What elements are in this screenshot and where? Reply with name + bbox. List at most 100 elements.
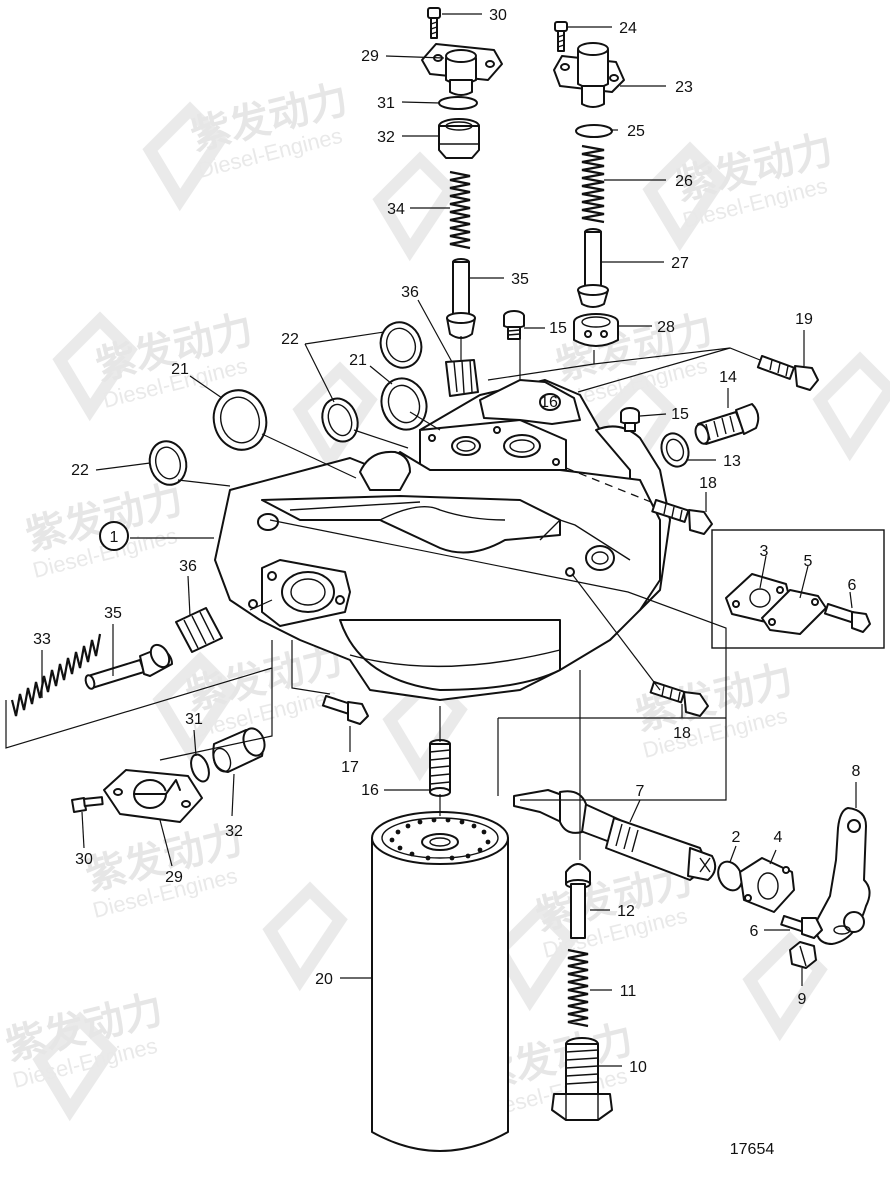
part-7-valve-body xyxy=(513,789,717,881)
part-4-flange-gasket xyxy=(739,857,795,913)
top-right-valve-stack xyxy=(553,21,625,347)
label-36-left: 36 xyxy=(179,558,197,575)
part-24-screw xyxy=(554,21,568,52)
part-34-spring xyxy=(449,170,471,250)
part-6-bolt-lower xyxy=(780,915,823,939)
inset-frame xyxy=(711,529,885,649)
label-17: 17 xyxy=(341,759,359,776)
label-21-left: 21 xyxy=(171,361,189,378)
label-35-left: 35 xyxy=(104,605,122,622)
label-16-top: 16 xyxy=(540,394,558,411)
label-6-lower: 6 xyxy=(750,923,759,940)
label-5: 5 xyxy=(804,553,813,570)
label-10: 10 xyxy=(629,1059,647,1076)
part-36-insert-top xyxy=(445,359,479,397)
label-15-right: 15 xyxy=(671,406,689,423)
part-30-screw-left xyxy=(71,796,104,813)
part-23-cover xyxy=(553,42,625,108)
label-30-left: 30 xyxy=(75,851,93,868)
label-9: 9 xyxy=(798,991,807,1008)
part-9-nut xyxy=(789,941,817,969)
part-35-plunger-top xyxy=(446,258,476,339)
o-rings-upper xyxy=(148,321,428,486)
part-8-lever xyxy=(814,807,871,945)
label-13: 13 xyxy=(723,453,741,470)
part-32-sleeve-top xyxy=(438,118,480,159)
watermark-logo-icon xyxy=(32,101,890,1122)
part-28-valve-seat xyxy=(573,313,619,347)
part-20-oil-filter xyxy=(371,811,509,1152)
part-29-cover-left xyxy=(103,769,203,823)
callout-circle-1: 1 xyxy=(99,521,129,551)
part-11-spring xyxy=(567,948,589,1028)
label-16-nipple: 16 xyxy=(361,782,379,799)
part-21-o-ring-middle xyxy=(380,377,428,431)
label-6-inset: 6 xyxy=(848,577,857,594)
part-26-spring xyxy=(581,144,605,224)
part-6-bolt-inset xyxy=(823,602,871,633)
label-29-top: 29 xyxy=(361,48,379,65)
callout-circle-label: 1 xyxy=(110,529,119,546)
label-35-top: 35 xyxy=(511,271,529,288)
label-14: 14 xyxy=(719,369,737,386)
part-30-screw-top xyxy=(427,7,441,39)
label-15-top: 15 xyxy=(549,320,567,337)
part-12-piston xyxy=(565,863,591,939)
label-4: 4 xyxy=(774,829,783,846)
label-2: 2 xyxy=(732,829,741,846)
label-33: 33 xyxy=(33,631,51,648)
part-15-plug-top xyxy=(503,310,525,340)
part-31-o-ring-top xyxy=(438,96,478,110)
label-7: 7 xyxy=(636,783,645,800)
drawing-number: 17654 xyxy=(730,1141,775,1158)
part-17-bolt xyxy=(321,695,369,725)
part-36-insert-left xyxy=(175,607,223,653)
part-33-spring xyxy=(10,633,102,717)
left-valve-stack xyxy=(10,607,266,823)
label-21-middle: 21 xyxy=(349,352,367,369)
label-18-lower: 18 xyxy=(673,725,691,742)
right-side-fittings xyxy=(503,310,819,535)
label-32-left: 32 xyxy=(225,823,243,840)
label-8: 8 xyxy=(852,763,861,780)
part-19-bolt xyxy=(756,355,819,391)
label-18-upper: 18 xyxy=(699,475,717,492)
part-18-bolt-upper xyxy=(651,498,713,535)
label-22-left: 22 xyxy=(71,462,89,479)
label-34: 34 xyxy=(387,201,405,218)
part-29-cover-top xyxy=(421,43,503,96)
part-21-o-ring-left xyxy=(212,389,268,451)
label-24: 24 xyxy=(619,20,637,37)
part-labels: 30 29 31 32 34 35 36 24 23 25 26 27 28 2… xyxy=(33,7,860,1158)
part-25-o-ring xyxy=(575,124,613,138)
label-20: 20 xyxy=(315,971,333,988)
part-22-o-ring-left xyxy=(148,440,188,486)
label-30-top: 30 xyxy=(489,7,507,24)
part-13-sealing-washer xyxy=(660,432,690,468)
leader-lines xyxy=(5,13,857,1067)
label-26: 26 xyxy=(675,173,693,190)
part-18-bolt-lower xyxy=(649,681,709,717)
label-31-left: 31 xyxy=(185,711,203,728)
part-1-filter-housing xyxy=(214,379,671,701)
label-31-top: 31 xyxy=(377,95,395,112)
part-35-plunger-left xyxy=(84,643,173,690)
inset-cover-kit xyxy=(711,529,885,649)
part-15-plug-right xyxy=(620,407,640,432)
label-19: 19 xyxy=(795,311,813,328)
part-22-o-ring-top xyxy=(379,321,423,369)
label-11: 11 xyxy=(620,983,637,1000)
part-31-o-ring-left xyxy=(190,753,210,783)
part-10-plug xyxy=(551,1037,613,1121)
label-3: 3 xyxy=(760,543,769,560)
label-36-top: 36 xyxy=(401,284,419,301)
part-14-adapter xyxy=(694,403,760,445)
label-12: 12 xyxy=(617,903,635,920)
label-23: 23 xyxy=(675,79,693,96)
part-16-nipple xyxy=(429,739,451,797)
label-25: 25 xyxy=(627,123,645,140)
label-29-left: 29 xyxy=(165,869,183,886)
label-22-top: 22 xyxy=(281,331,299,348)
label-27: 27 xyxy=(671,255,689,272)
